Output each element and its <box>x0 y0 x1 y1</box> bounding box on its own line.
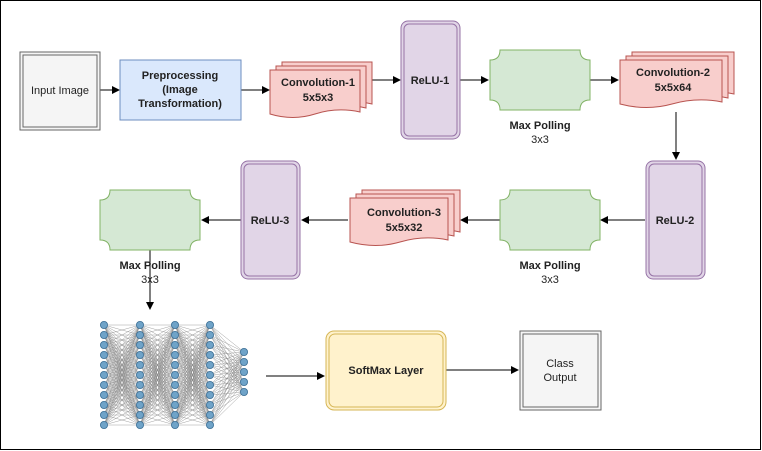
neuron-node <box>205 390 214 399</box>
neuron-node <box>170 420 179 429</box>
neuron-node <box>135 420 144 429</box>
neuron-node <box>170 360 179 369</box>
network-connections <box>103 324 245 426</box>
neuron-node <box>170 400 179 409</box>
class-output-line-1: Class <box>546 358 574 370</box>
neuron-node <box>100 420 109 429</box>
neuron-node <box>135 340 144 349</box>
input-image-label: Input Image <box>31 85 89 97</box>
preprocessing-line-2: (Image <box>162 84 197 96</box>
neuron-node <box>205 380 214 389</box>
neural-network-icon <box>100 320 248 429</box>
preprocessing-line-3: Transformation) <box>138 98 222 110</box>
neuron-node <box>135 360 144 369</box>
conv1-size: 5x5x3 <box>303 92 334 104</box>
relu1-node: ReLU-1 <box>400 20 461 140</box>
neuron-node <box>239 357 248 366</box>
maxpool3-title: Max Polling <box>119 260 180 272</box>
neuron-node <box>205 360 214 369</box>
neuron-node <box>205 400 214 409</box>
relu2-label: ReLU-2 <box>656 215 695 227</box>
neuron-node <box>135 380 144 389</box>
conv3-title: Convolution-3 <box>367 207 441 219</box>
conv3-node: Convolution-3 5x5x32 <box>349 189 461 246</box>
neuron-node <box>100 380 109 389</box>
conv1-title: Convolution-1 <box>281 77 355 89</box>
neuron-node <box>205 340 214 349</box>
relu3-label: ReLU-3 <box>251 215 290 227</box>
class-output-node: Class Output <box>519 330 602 411</box>
softmax-label: SoftMax Layer <box>348 365 424 377</box>
neuron-node <box>135 400 144 409</box>
conv3-size: 5x5x32 <box>386 222 423 234</box>
neuron-node <box>239 387 248 396</box>
connectors <box>100 76 680 380</box>
neuron-node <box>170 410 179 419</box>
maxpool2-node: Max Polling 3x3 <box>499 189 601 286</box>
maxpool3-node: Max Polling 3x3 <box>99 189 201 286</box>
neuron-node <box>205 350 214 359</box>
input-image-node: Input Image <box>19 51 101 131</box>
maxpool1-size: 3x3 <box>531 134 549 146</box>
neuron-node <box>100 410 109 419</box>
neuron-node <box>135 390 144 399</box>
neuron-node <box>100 330 109 339</box>
maxpool2-title: Max Polling <box>519 260 580 272</box>
neuron-node <box>100 390 109 399</box>
relu1-label: ReLU-1 <box>411 75 450 87</box>
neuron-node <box>100 320 109 329</box>
class-output-line-2: Output <box>543 372 576 384</box>
neuron-node <box>135 330 144 339</box>
relu2-node: ReLU-2 <box>645 160 706 280</box>
maxpool1-title: Max Polling <box>509 120 570 132</box>
softmax-node: SoftMax Layer <box>325 330 447 411</box>
neuron-node <box>170 350 179 359</box>
neuron-node <box>100 340 109 349</box>
neuron-node <box>205 330 214 339</box>
neuron-node <box>135 410 144 419</box>
neuron-node <box>170 390 179 399</box>
neuron-node <box>135 320 144 329</box>
neuron-node <box>170 370 179 379</box>
neuron-node <box>100 350 109 359</box>
preprocessing-node: Preprocessing (Image Transformation) <box>119 59 242 121</box>
maxpool2-size: 3x3 <box>541 274 559 286</box>
conv2-size: 5x5x64 <box>655 82 693 94</box>
conv1-node: Convolution-1 5x5x3 <box>269 61 373 118</box>
neuron-node <box>205 370 214 379</box>
neuron-node <box>170 330 179 339</box>
neuron-node <box>100 370 109 379</box>
neuron-node <box>239 347 248 356</box>
conv2-title: Convolution-2 <box>636 67 710 79</box>
maxpool3-size: 3x3 <box>141 274 159 286</box>
maxpool1-node: Max Polling 3x3 <box>489 49 591 146</box>
neuron-node <box>205 410 214 419</box>
neuron-node <box>239 367 248 376</box>
relu3-node: ReLU-3 <box>240 160 301 280</box>
neuron-node <box>170 340 179 349</box>
neuron-node <box>239 377 248 386</box>
neuron-node <box>100 400 109 409</box>
neuron-node <box>170 380 179 389</box>
neuron-node <box>100 360 109 369</box>
neuron-node <box>205 320 214 329</box>
preprocessing-line-1: Preprocessing <box>142 70 218 82</box>
conv2-node: Convolution-2 5x5x64 <box>619 51 735 108</box>
neuron-node <box>135 370 144 379</box>
neuron-node <box>170 320 179 329</box>
neuron-node <box>205 420 214 429</box>
neuron-node <box>135 350 144 359</box>
